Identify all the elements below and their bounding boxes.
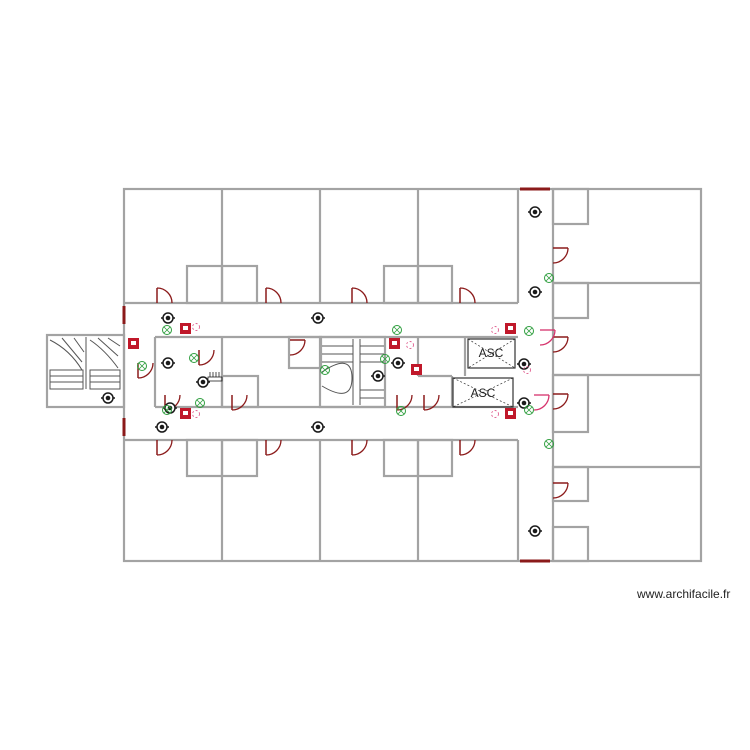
emergency-light-icon [524, 326, 534, 336]
door-19 [289, 339, 306, 356]
door-8 [459, 439, 476, 456]
smoke-detectors [101, 206, 542, 537]
smoke-detector-icon [101, 392, 115, 404]
emergency-lights [137, 273, 554, 449]
lift-lower: ASC [452, 377, 514, 408]
smoke-detector-icon [391, 357, 405, 369]
emergency-light-icon [320, 365, 330, 375]
emergency-light-icon [524, 405, 534, 415]
alarm-marker-icon [491, 326, 499, 334]
emergency-light-icon [392, 325, 402, 335]
door-pink-1 [539, 329, 556, 346]
alarm-marker-icon [523, 366, 531, 374]
emergency-light-icon [544, 439, 554, 449]
door-pink-2 [533, 394, 550, 411]
extinguisher-icon [505, 323, 516, 334]
door-3 [351, 287, 368, 304]
emergency-light-icon [380, 354, 390, 364]
door-6 [265, 439, 282, 456]
extinguisher-icon [180, 408, 191, 419]
door-10 [552, 336, 569, 353]
extinguisher-icon [389, 338, 400, 349]
door-5 [156, 439, 173, 456]
alarm-marker-icon [406, 341, 414, 349]
smoke-detector-icon [371, 370, 385, 382]
alarm-marker-icon [491, 410, 499, 418]
emergency-light-icon [189, 353, 199, 363]
smoke-detector-icon [528, 525, 542, 537]
pink-dashed-markers [192, 323, 531, 418]
emergency-light-icon [162, 405, 172, 415]
smoke-detector-icon [528, 286, 542, 298]
door-2 [265, 287, 282, 304]
door-7 [351, 439, 368, 456]
extinguishers [128, 323, 516, 419]
door-9 [552, 247, 569, 264]
left-staircase [49, 337, 121, 390]
door-4 [459, 287, 476, 304]
smoke-detector-icon [161, 312, 175, 324]
smoke-detector-icon [517, 397, 531, 409]
emergency-light-icon [544, 273, 554, 283]
alarm-marker-icon [192, 323, 200, 331]
doors [137, 247, 569, 499]
lift-lower-label: ASC [471, 386, 496, 400]
fire-hose-icon [207, 372, 223, 382]
smoke-detector-icon [161, 357, 175, 369]
extinguisher-icon [505, 408, 516, 419]
emergency-light-icon [137, 361, 147, 371]
extinguisher-icon [128, 338, 139, 349]
door-12 [552, 482, 569, 499]
extinguisher-icon [180, 323, 191, 334]
watermark: www.archifacile.fr [637, 587, 731, 601]
exterior-doors [122, 187, 550, 563]
smoke-detector-icon [517, 358, 531, 370]
emergency-light-icon [162, 325, 172, 335]
smoke-detector-icon [196, 376, 210, 388]
door-15 [231, 394, 248, 411]
door-1 [156, 287, 173, 304]
door-16 [396, 394, 413, 411]
smoke-detector-icon [155, 421, 169, 433]
smoke-detector-icon [311, 421, 325, 433]
lift-upper-label: ASC [479, 346, 504, 360]
central-staircase [321, 339, 384, 405]
door-17 [423, 394, 440, 411]
lift-upper: ASC [467, 338, 516, 369]
emergency-light-icon [396, 406, 406, 416]
alarm-marker-icon [192, 410, 200, 418]
extinguisher-icon [411, 364, 422, 375]
smoke-detector-icon [528, 206, 542, 218]
smoke-detector-icon [311, 312, 325, 324]
door-11 [552, 393, 569, 410]
door-18 [198, 349, 215, 366]
emergency-light-icon [195, 398, 205, 408]
